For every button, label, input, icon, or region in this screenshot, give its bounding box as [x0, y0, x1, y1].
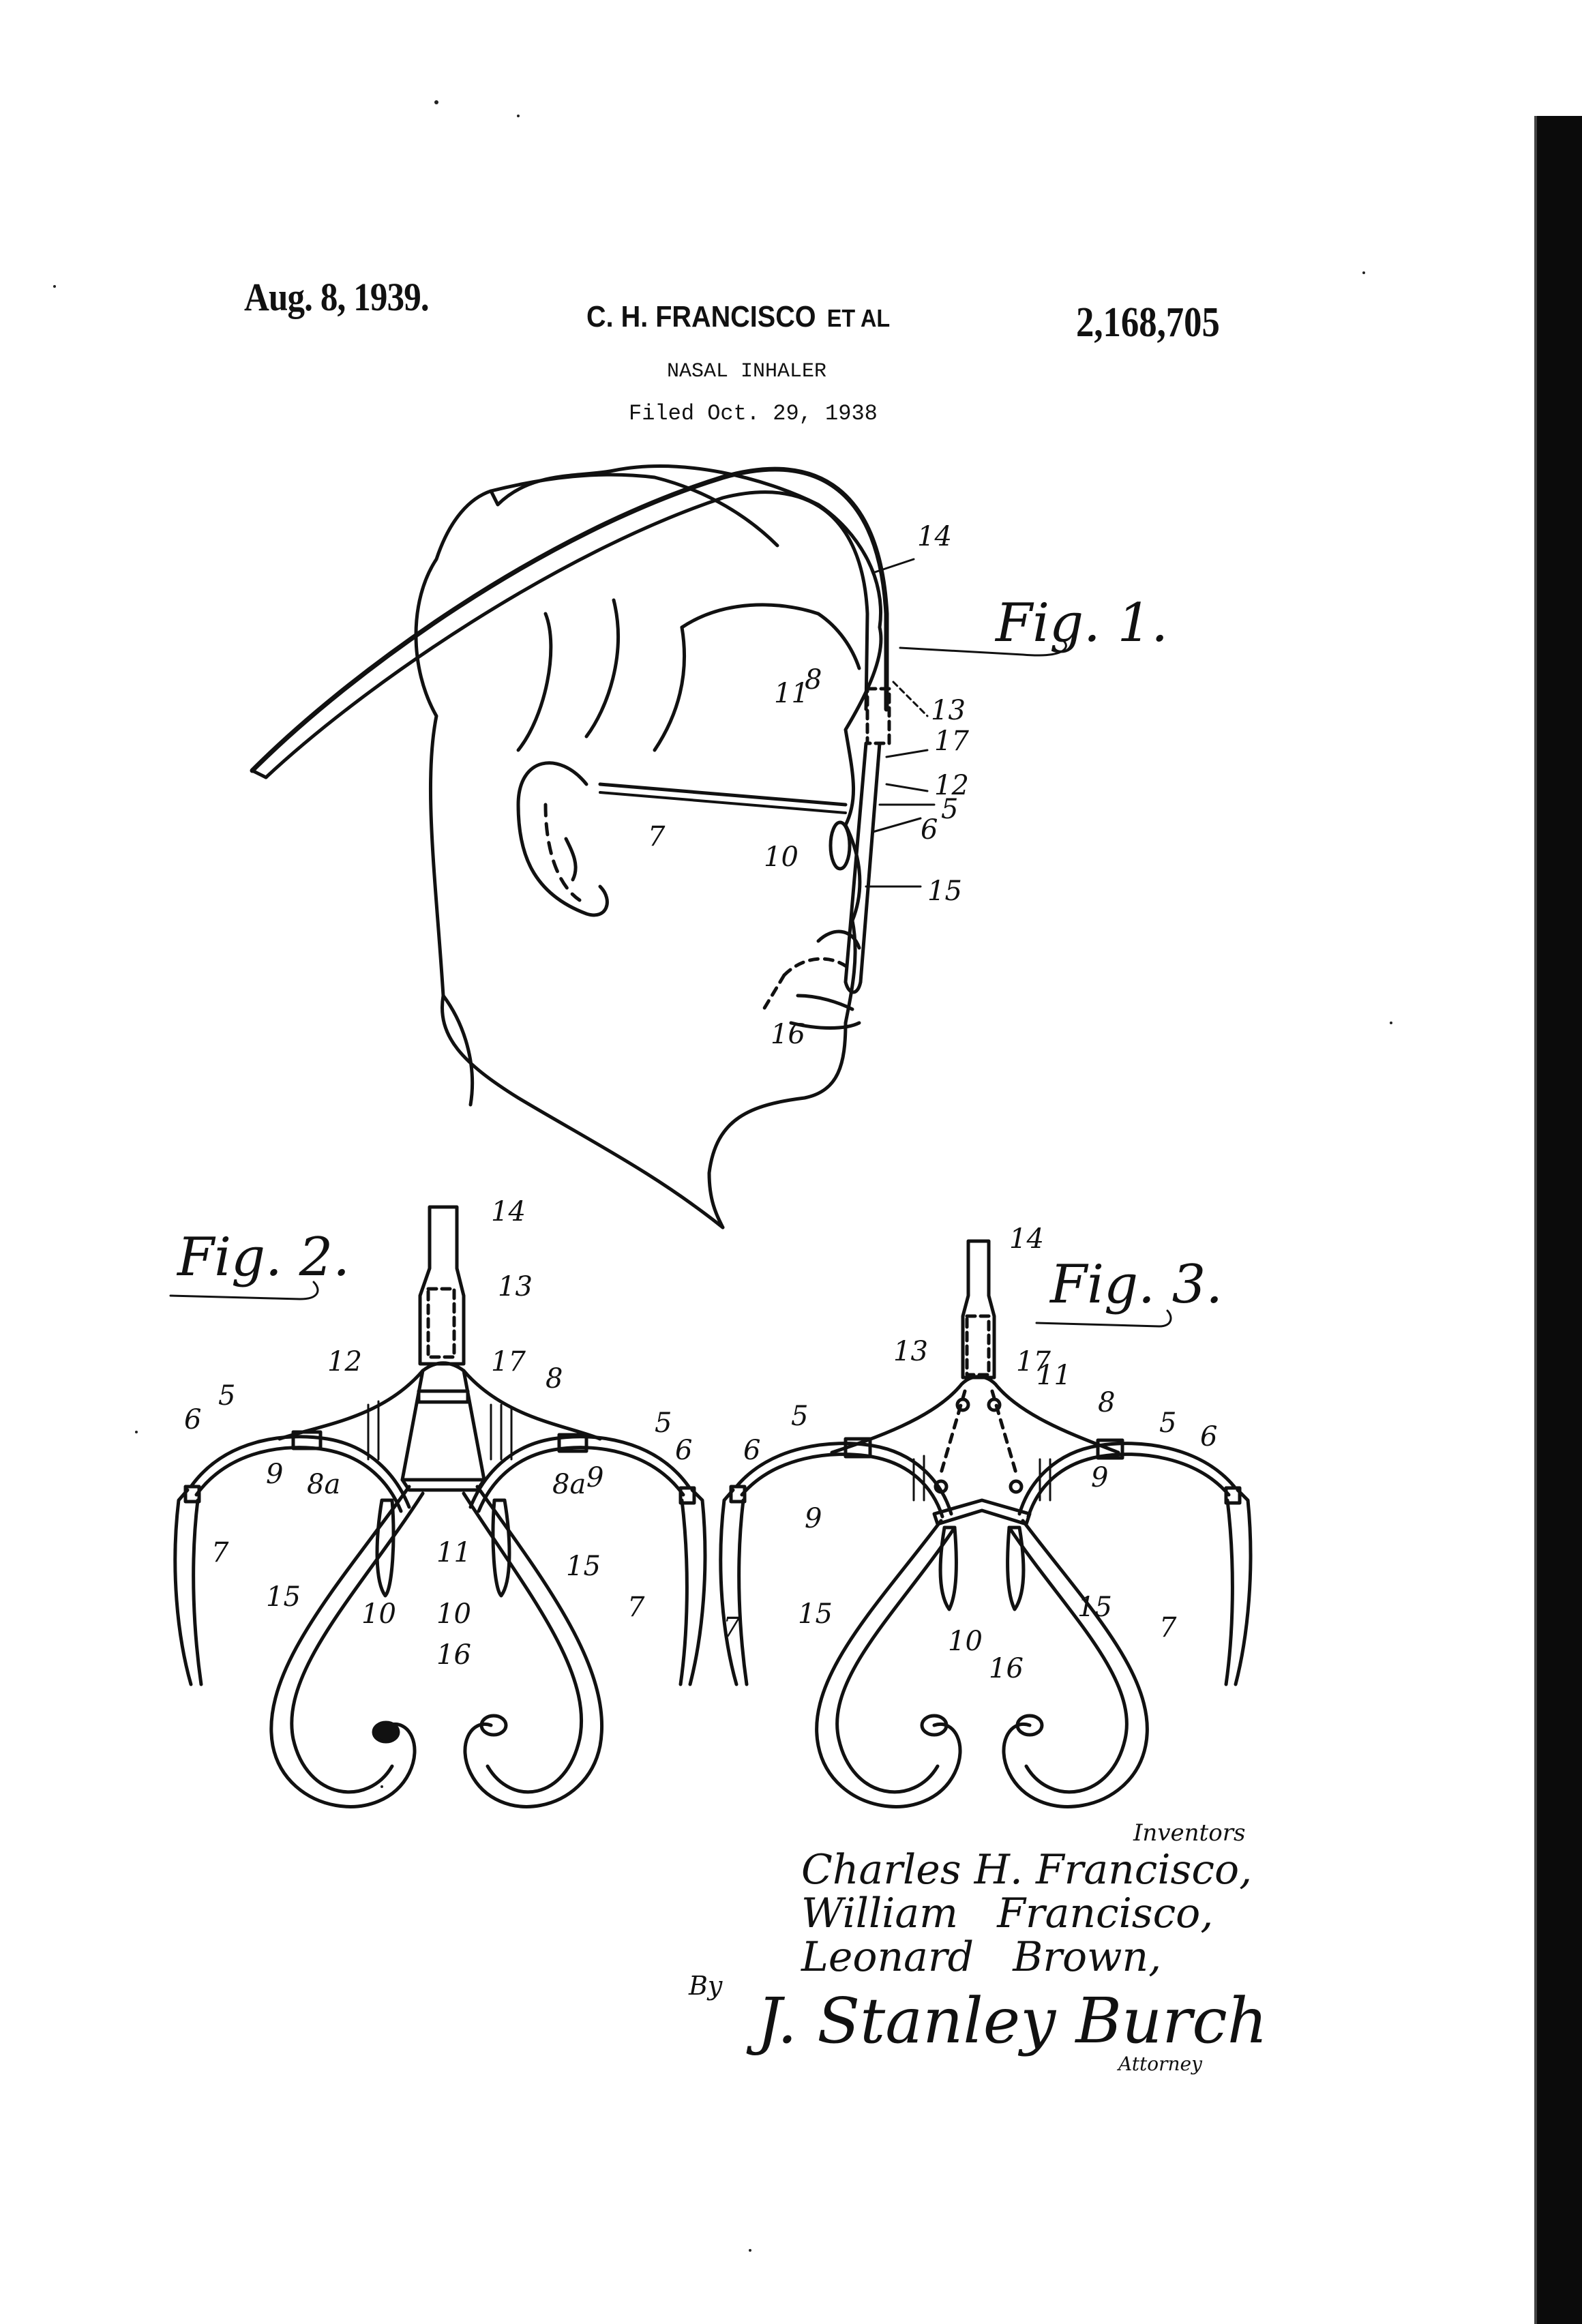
inventor-names: Charles H. Francisco,William Francisco,L… [801, 1848, 1252, 1979]
fig3-ref-5-left: 5 [791, 1401, 808, 1432]
inventor-1: Charles H. Francisco, [801, 1846, 1253, 1894]
figure-3 [719, 1239, 1253, 1808]
scan-specks [53, 100, 1392, 2252]
fig2-ref-12: 12 [327, 1346, 362, 1377]
ref-12: 12 [934, 770, 969, 801]
ref-15: 15 [927, 876, 962, 907]
fig2-ref-5-left: 5 [218, 1380, 235, 1412]
fig3-ref-5-right: 5 [1159, 1407, 1176, 1439]
fig2-ref-16: 16 [436, 1639, 471, 1671]
fig3-ref-14: 14 [1009, 1223, 1044, 1255]
figure-2 [169, 1205, 707, 1808]
fig2-ref-6-left: 6 [184, 1404, 201, 1435]
fig2-ref-5-right: 5 [655, 1407, 672, 1439]
fig2-ref-17: 17 [491, 1346, 526, 1377]
fig3-ref-13: 13 [893, 1336, 928, 1367]
fig3-ref-9-right: 9 [1091, 1462, 1108, 1493]
by-label: By [689, 1971, 723, 2001]
fig2-ref-9-right: 9 [586, 1462, 603, 1493]
fig2-ref-6-right: 6 [675, 1435, 692, 1466]
figure-2-label: Fig. 2. [176, 1227, 350, 1288]
fig2-ref-10-right: 10 [436, 1598, 471, 1630]
fig3-ref-6-left: 6 [743, 1435, 760, 1466]
ref-10: 10 [764, 841, 799, 873]
fig2-ref-15-right: 15 [566, 1551, 601, 1582]
fig2-ref-7-right: 7 [627, 1592, 645, 1623]
fig3-ref-7-right: 7 [1159, 1612, 1177, 1643]
inventor-short-name: C. H. FRANCISCO [586, 300, 816, 333]
fig2-ref-9-left: 9 [266, 1459, 283, 1490]
filed-date: Filed Oct. 29, 1938 [629, 401, 878, 426]
scan-edge-shadow [1534, 116, 1537, 2324]
fig2-ref-8a-right: 8a [552, 1469, 586, 1500]
fig3-ref-11: 11 [1036, 1360, 1071, 1391]
patent-title: NASAL INHALER [667, 360, 827, 383]
fig3-ref-16: 16 [989, 1653, 1024, 1684]
fig2-ref-11: 11 [436, 1537, 471, 1568]
figure-1 [250, 464, 1067, 1230]
ref-5: 5 [941, 794, 958, 825]
ref-6: 6 [921, 814, 938, 846]
inventor-2: William Francisco, [801, 1890, 1214, 1937]
fig3-ref-7-left: 7 [723, 1612, 741, 1643]
ref-14: 14 [917, 521, 952, 552]
fig2-ref-10-left: 10 [361, 1598, 396, 1630]
ref-7: 7 [648, 821, 666, 852]
patent-number: 2,168,705 [1076, 299, 1220, 346]
patent-date: Aug. 8, 1939. [244, 275, 430, 319]
ref-13: 13 [931, 695, 966, 726]
ref-17: 17 [934, 726, 969, 757]
fig3-ref-8: 8 [1098, 1387, 1115, 1418]
fig2-ref-15-left: 15 [266, 1581, 301, 1613]
et-al: ET AL [826, 304, 891, 332]
attorney-label: Attorney [1118, 2053, 1202, 2075]
fig3-ref-17: 17 [1016, 1346, 1051, 1377]
inventor-3: Leonard Brown, [801, 1933, 1162, 1981]
fig3-ref-10: 10 [948, 1626, 983, 1657]
ref-8: 8 [805, 664, 822, 696]
fig2-ref-13: 13 [498, 1271, 533, 1302]
figure-1-label: Fig. 1. [994, 593, 1168, 654]
fig3-ref-15-left: 15 [798, 1598, 833, 1630]
fig3-ref-15-right: 15 [1077, 1592, 1112, 1623]
fig2-ref-14: 14 [491, 1196, 526, 1227]
ref-16: 16 [771, 1019, 805, 1050]
fig3-ref-9-left: 9 [805, 1503, 822, 1534]
inventor-header: C. H. FRANCISCO ET AL [586, 300, 890, 334]
attorney-signature: J. Stanley Burch [757, 1984, 1268, 2057]
fig2-ref-7-left: 7 [211, 1537, 229, 1568]
ref-11: 11 [774, 678, 809, 709]
fig2-ref-8: 8 [546, 1363, 563, 1395]
figure-3-label: Fig. 3. [1049, 1254, 1223, 1315]
scan-edge-bar [1537, 116, 1582, 2324]
fig3-ref-6-right: 6 [1200, 1421, 1217, 1452]
fig2-ref-8a-left: 8a [307, 1469, 340, 1500]
inventors-heading: Inventors [1133, 1819, 1246, 1847]
